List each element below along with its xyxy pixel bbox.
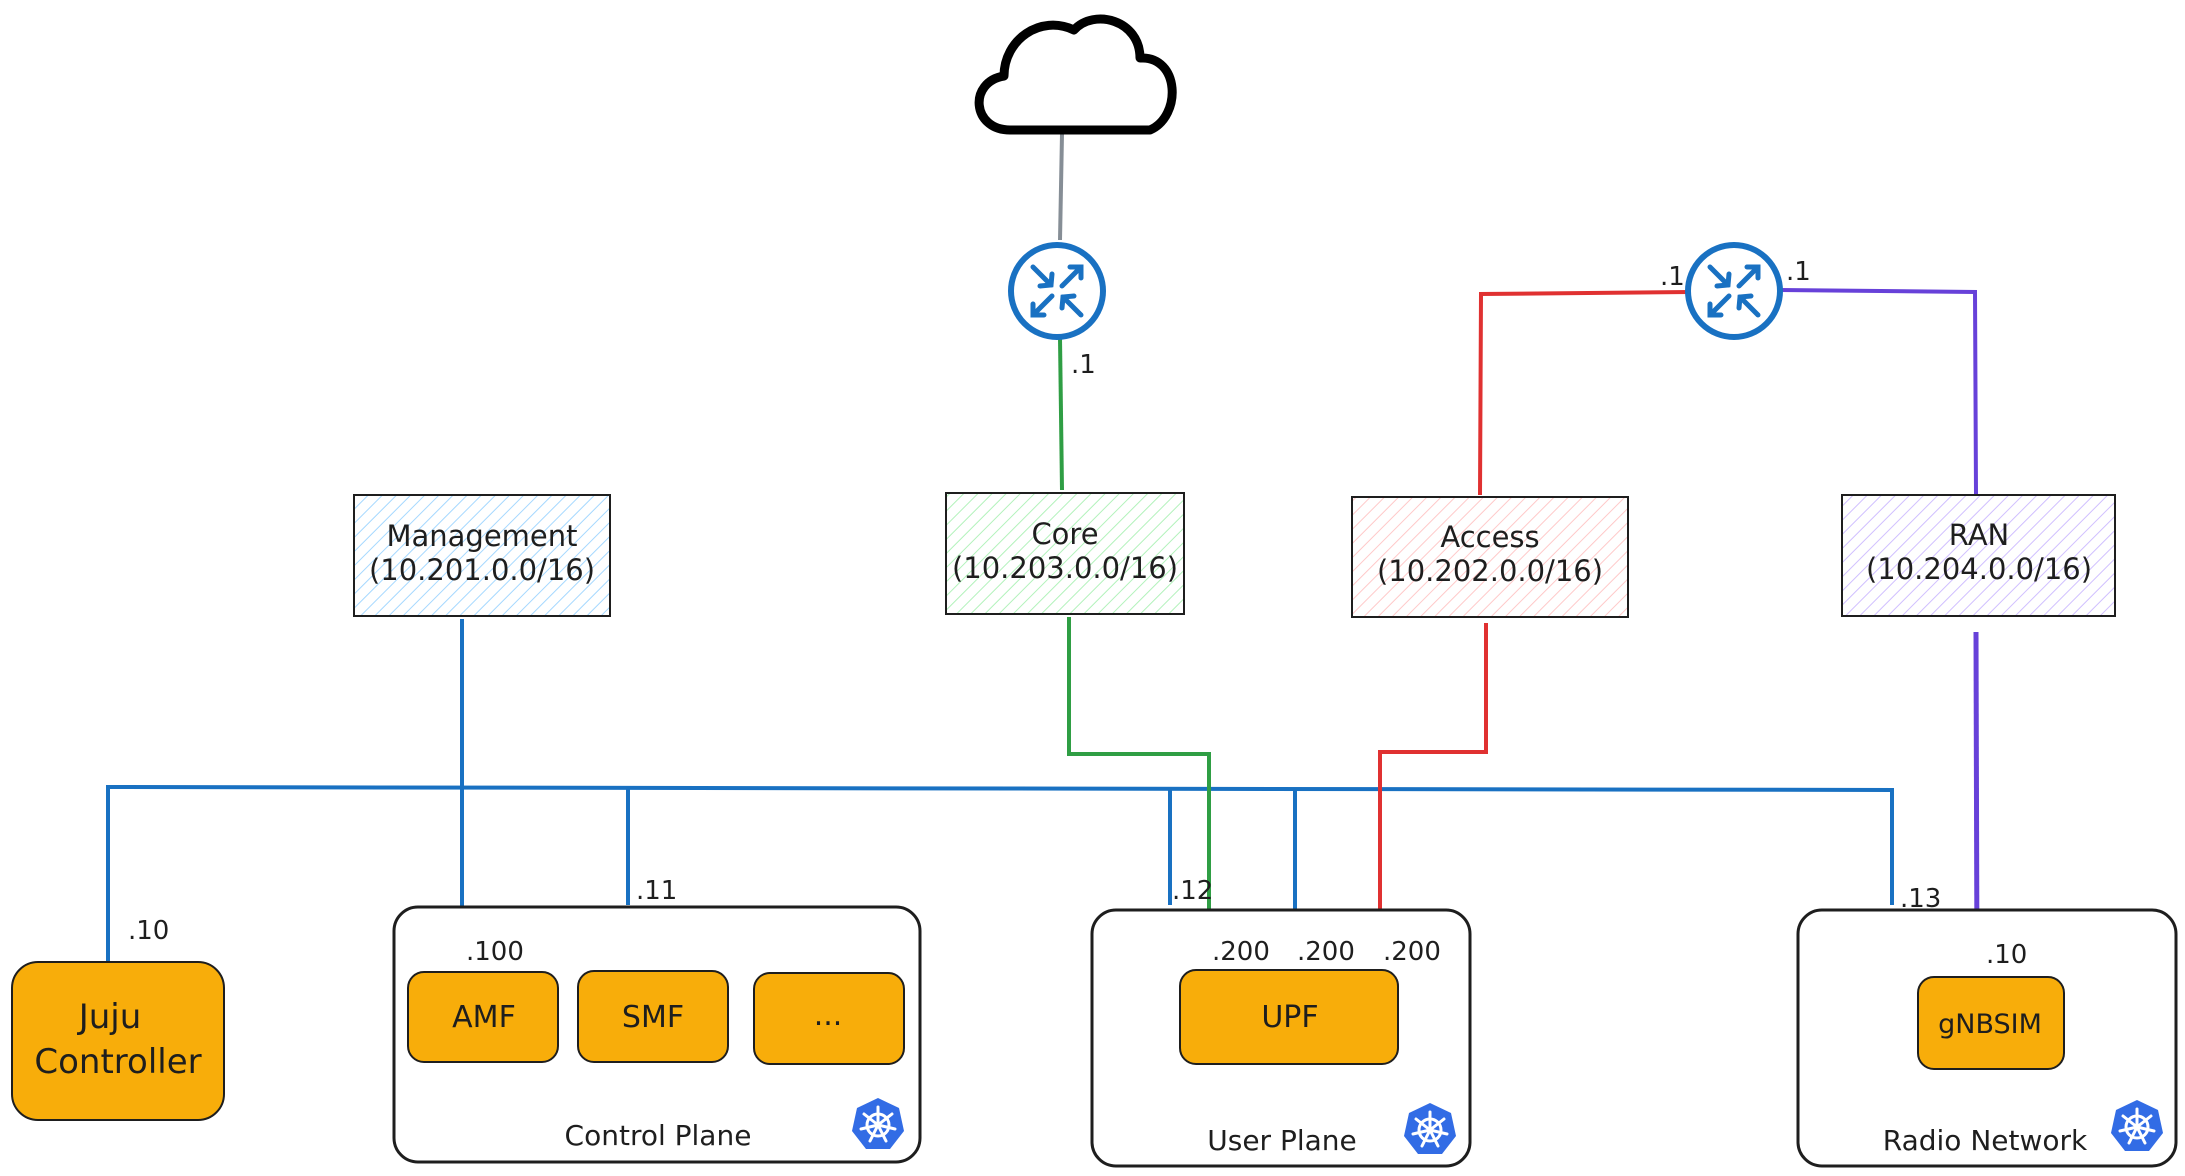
node-label: Juju xyxy=(77,997,142,1037)
node-label: ... xyxy=(814,998,843,1033)
network-core: Core (10.203.0.0/16) xyxy=(945,492,1185,615)
access-router-link xyxy=(1478,290,1691,496)
node-label: UPF xyxy=(1261,1000,1318,1035)
address-label: .11 xyxy=(636,876,677,906)
access-link-upf xyxy=(1378,623,1488,966)
node-upf[interactable]: UPF xyxy=(1179,969,1399,1065)
address-label: .200 xyxy=(1297,937,1355,967)
network-cidr: (10.203.0.0/16) xyxy=(952,551,1178,585)
internet-link xyxy=(1058,133,1064,241)
node-label: SMF xyxy=(622,1000,684,1035)
node-label: Controller xyxy=(34,1042,201,1082)
group-label: Radio Network xyxy=(1883,1124,2088,1157)
node-amf[interactable]: AMF xyxy=(407,971,559,1063)
group-label: User Plane xyxy=(1207,1124,1357,1157)
address-label: .100 xyxy=(466,937,524,967)
node-more[interactable]: ... xyxy=(753,972,905,1065)
router-icon[interactable] xyxy=(1011,245,1103,337)
address-label: .10 xyxy=(128,916,169,946)
network-name: RAN xyxy=(1949,518,2010,552)
network-cidr: (10.202.0.0/16) xyxy=(1377,554,1603,588)
node-gnbsim[interactable]: gNBSIM xyxy=(1917,976,2065,1070)
router-icon[interactable] xyxy=(1688,245,1780,337)
core-router-link xyxy=(1058,337,1064,491)
address-label: .200 xyxy=(1383,937,1441,967)
node-juju-controller[interactable]: Juju Controller xyxy=(11,961,225,1121)
ran-router-link xyxy=(1779,288,1978,496)
address-label: .10 xyxy=(1986,940,2027,970)
management-bus xyxy=(106,784,1894,962)
core-link-upf xyxy=(1067,617,1211,966)
address-label: .1 xyxy=(1660,262,1685,292)
network-name: Access xyxy=(1440,520,1539,554)
network-cidr: (10.204.0.0/16) xyxy=(1866,552,2092,586)
node-smf[interactable]: SMF xyxy=(577,970,729,1063)
network-name: Management xyxy=(386,519,577,553)
network-management: Management (10.201.0.0/16) xyxy=(353,494,611,617)
network-name: Core xyxy=(1031,517,1098,551)
network-cidr: (10.201.0.0/16) xyxy=(369,553,595,587)
node-label: gNBSIM xyxy=(1938,1009,2042,1040)
group-label: Control Plane xyxy=(565,1119,752,1152)
node-label: AMF xyxy=(452,1000,516,1035)
network-ran: RAN (10.204.0.0/16) xyxy=(1841,494,2116,617)
cloud-icon xyxy=(974,14,1177,135)
address-label: .13 xyxy=(1900,884,1941,914)
address-label: .12 xyxy=(1172,876,1213,906)
network-access: Access (10.202.0.0/16) xyxy=(1351,496,1629,618)
address-label: .200 xyxy=(1212,937,1270,967)
address-label: .1 xyxy=(1786,257,1811,287)
address-label: .1 xyxy=(1071,350,1096,380)
